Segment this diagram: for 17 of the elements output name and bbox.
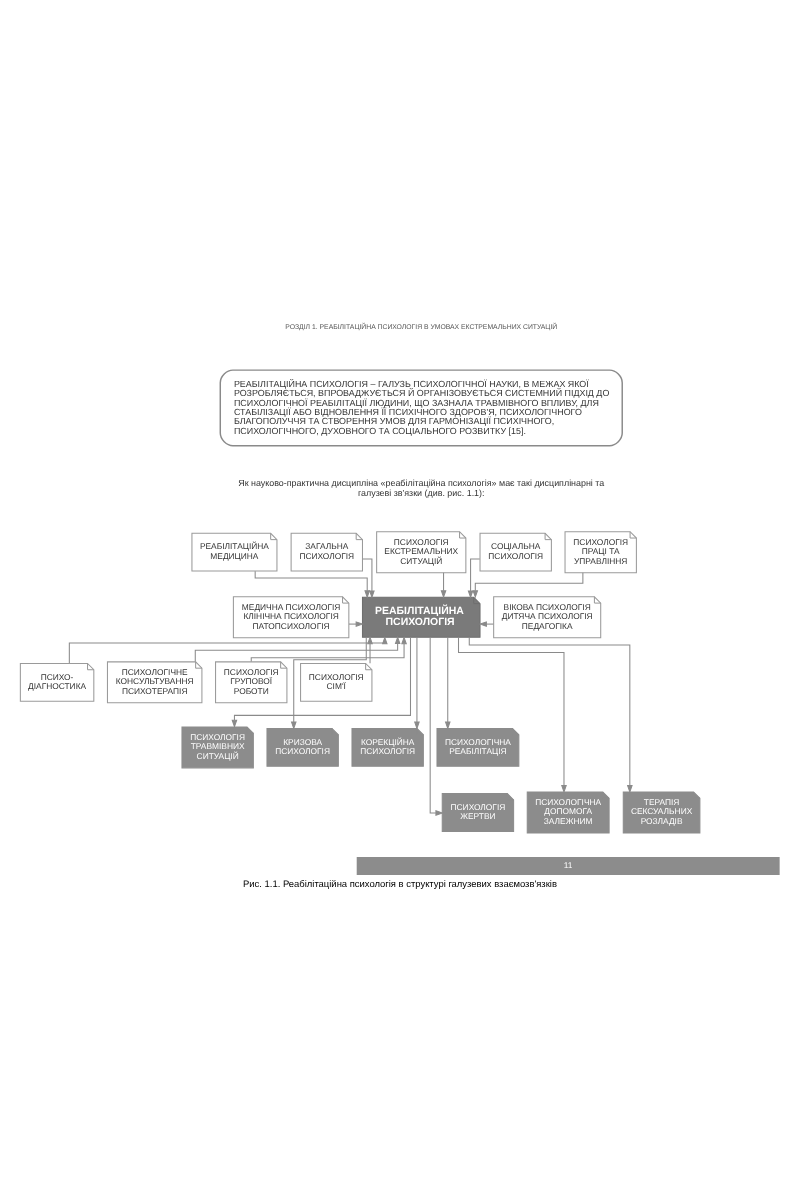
arrow xyxy=(458,635,567,793)
arrow xyxy=(444,635,451,729)
arrow xyxy=(413,635,420,729)
arrow xyxy=(231,636,411,728)
arrow xyxy=(478,620,494,627)
arrow xyxy=(290,636,367,729)
arrow xyxy=(348,620,365,627)
arrow xyxy=(362,557,375,598)
arrow xyxy=(250,634,408,662)
arrow xyxy=(472,571,584,598)
arrow xyxy=(68,634,388,663)
arrow xyxy=(367,634,373,663)
arrow xyxy=(194,634,401,662)
arrow xyxy=(429,635,444,815)
arrow xyxy=(468,635,633,793)
arrow xyxy=(254,569,371,598)
arrow xyxy=(467,557,481,598)
